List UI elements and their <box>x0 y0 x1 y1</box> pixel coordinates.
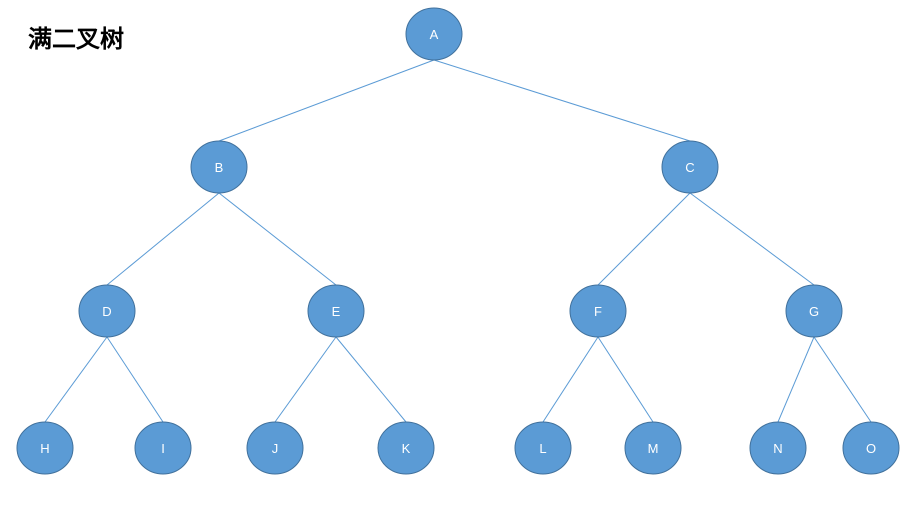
tree-node-b: B <box>190 140 248 194</box>
tree-node-o: O <box>842 421 900 475</box>
node-circle-k <box>377 421 435 475</box>
edge-g-n <box>777 336 815 423</box>
tree-node-l: L <box>514 421 572 475</box>
tree-node-g: G <box>785 284 843 338</box>
node-circle-m <box>624 421 682 475</box>
node-circle-d <box>78 284 136 338</box>
node-label-h: H <box>40 441 49 456</box>
nodes-layer: A B C D E F G H I J K L M N O <box>16 7 900 475</box>
node-label-n: N <box>773 441 782 456</box>
edge-a-c <box>433 59 691 142</box>
node-label-m: M <box>648 441 659 456</box>
node-label-e: E <box>332 304 341 319</box>
edges-layer <box>44 59 872 423</box>
node-label-a: A <box>430 27 439 42</box>
edge-g-o <box>813 336 872 423</box>
node-circle-i <box>134 421 192 475</box>
tree-node-i: I <box>134 421 192 475</box>
tree-node-e: E <box>307 284 365 338</box>
edge-f-l <box>542 336 599 423</box>
node-label-f: F <box>594 304 602 319</box>
node-circle-g <box>785 284 843 338</box>
tree-node-m: M <box>624 421 682 475</box>
node-label-c: C <box>685 160 694 175</box>
node-label-j: J <box>272 441 279 456</box>
tree-node-k: K <box>377 421 435 475</box>
node-circle-o <box>842 421 900 475</box>
edge-e-k <box>335 336 407 423</box>
node-circle-c <box>661 140 719 194</box>
tree-node-h: H <box>16 421 74 475</box>
edge-c-g <box>689 192 815 286</box>
node-label-d: D <box>102 304 111 319</box>
tree-node-c: C <box>661 140 719 194</box>
edge-e-j <box>274 336 337 423</box>
diagram-title: 满二叉树 <box>28 25 124 53</box>
node-circle-n <box>749 421 807 475</box>
node-circle-e <box>307 284 365 338</box>
edge-b-e <box>218 192 337 286</box>
edge-a-b <box>218 59 435 142</box>
node-label-o: O <box>866 441 876 456</box>
edge-d-i <box>106 336 164 423</box>
tree-node-j: J <box>246 421 304 475</box>
node-circle-b <box>190 140 248 194</box>
node-label-b: B <box>215 160 224 175</box>
tree-node-f: F <box>569 284 627 338</box>
edge-c-f <box>597 192 691 286</box>
tree-node-a: A <box>405 7 463 61</box>
node-label-g: G <box>809 304 819 319</box>
tree-node-n: N <box>749 421 807 475</box>
node-circle-f <box>569 284 627 338</box>
node-circle-j <box>246 421 304 475</box>
tree-node-d: D <box>78 284 136 338</box>
edge-d-h <box>44 336 108 423</box>
node-label-l: L <box>539 441 546 456</box>
node-circle-a <box>405 7 463 61</box>
node-circle-l <box>514 421 572 475</box>
node-label-k: K <box>402 441 411 456</box>
edge-f-m <box>597 336 654 423</box>
edge-b-d <box>106 192 220 286</box>
node-circle-h <box>16 421 74 475</box>
node-label-i: I <box>161 441 165 456</box>
